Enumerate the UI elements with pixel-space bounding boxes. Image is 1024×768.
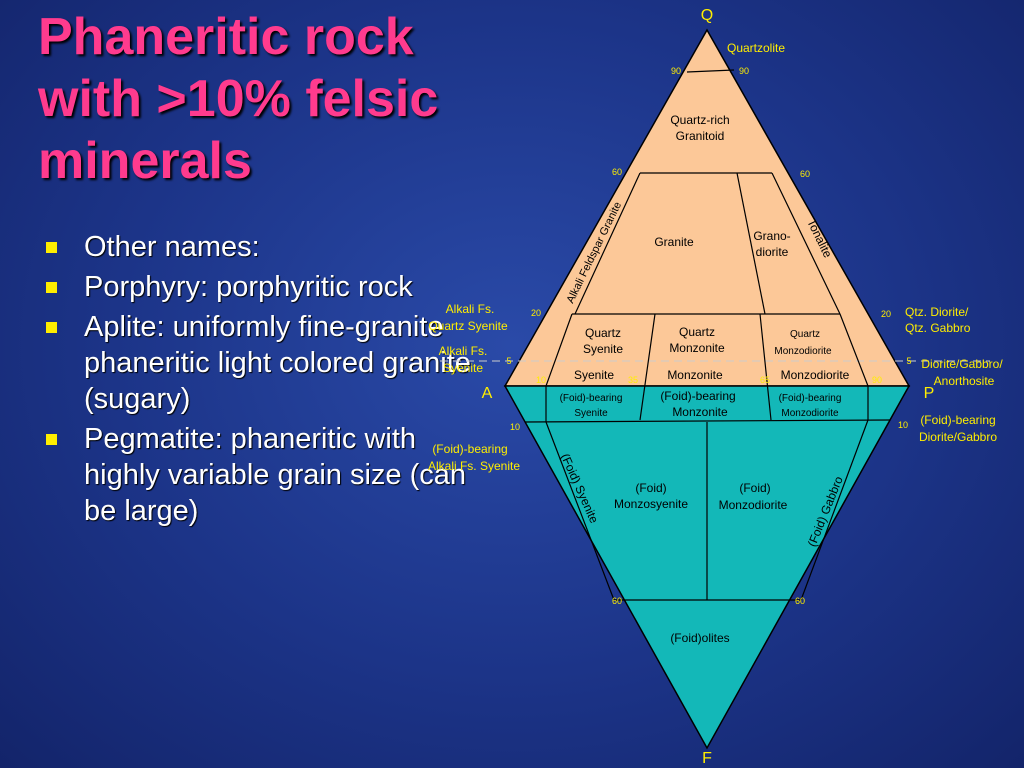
field-foid-monzosyenite: (Foid) [635,481,666,495]
field-monzonite: Monzonite [667,368,723,382]
divider-afg [574,172,641,315]
field-foid-bearing-monzodiorite: (Foid)-bearing [779,393,842,404]
field-quartz-monzonite: Monzonite [669,341,725,355]
vertex-p: P [924,385,935,402]
tick-label: 60 [795,596,805,606]
divider-35 [639,313,656,421]
field-foid-bearing-syenite: Syenite [574,408,608,419]
bullet-text: Other names: [84,231,260,263]
tick-label: 90 [739,66,749,76]
tick-label: 20 [881,309,891,319]
bullet-item: Aplite: uniformly fine-granite phaneriti… [46,309,486,417]
label-foid-bearing-alkali-syenite: Alkali Fs. Syenite [428,459,520,473]
field-foidolites: (Foid)olites [670,631,729,645]
field-quartz-monzonite: Quartz [679,325,715,339]
vertex-a: A [482,385,493,402]
field-quartz-monzodiorite: Monzodiorite [774,346,832,357]
field-granodiorite: Grano- [753,229,790,243]
label-qtz-diorite: Qtz. Diorite/ [905,305,969,319]
bullet-list: Other names: Porphyry: porphyritic rock … [46,229,486,533]
bullet-item: Porphyry: porphyritic rock [46,269,486,305]
field-foid-bearing-monzodiorite: Monzodiorite [781,408,839,419]
square-bullet-icon [46,282,57,293]
label-alkali-fs-quartz-syenite: Alkali Fs. [446,302,495,316]
tick-label: 10 [898,420,908,430]
f10-line [524,419,891,423]
slide-title: Phaneritic rock with >10% felsic mineral… [38,8,439,190]
vertex-f: F [702,750,712,767]
bullet-text: Aplite: uniformly fine-granite phaneriti… [84,311,471,415]
label-foid-bearing-alkali-syenite: (Foid)-bearing [432,442,507,456]
bullet-item: Pegmatite: phaneritic with highly variab… [46,421,486,529]
divider-65 [759,313,772,421]
tick-label: 10 [510,422,520,432]
tick-label: 60 [800,169,810,179]
label-foid-bearing-diorite: Diorite/Gabbro [919,430,997,444]
label-diorite-gabbro: Diorite/Gabbro/ [921,357,1003,371]
field-foid-monzodiorite: Monzodiorite [719,498,788,512]
field-quartz-rich: Granitoid [676,129,725,143]
label-alkali-fs-quartz-syenite: Quartz Syenite [428,319,508,333]
divider-foid-syenite [545,421,615,601]
tick-label: 35 [628,375,638,385]
field-foid-monzodiorite: (Foid) [739,481,770,495]
field-quartz-monzodiorite: Quartz [790,329,820,340]
field-syenite: Syenite [574,368,614,382]
square-bullet-icon [46,322,57,333]
square-bullet-icon [46,434,57,445]
label-alkali-fs-syenite: Alkali Fs. [439,344,488,358]
q90-line [686,69,735,73]
field-quartzolite: Quartzolite [727,41,785,55]
tick-label: 65 [760,375,770,385]
tick-label: 5 [906,356,911,366]
field-granodiorite: diorite [756,245,789,259]
square-bullet-icon [46,242,57,253]
field-quartz-syenite: Quartz [585,326,621,340]
label-alkali-fs-syenite: Syenite [443,361,483,375]
bullet-text: Pegmatite: phaneritic with highly variab… [84,423,467,527]
label-diorite-gabbro: Anorthosite [934,374,995,388]
tick-label: 5 [506,356,511,366]
field-foid-bearing-monzonite: (Foid)-bearing [660,389,735,403]
field-foid-monzosyenite: Monzosyenite [614,497,688,511]
tick-label: 60 [612,167,622,177]
field-granite: Granite [654,235,694,249]
vertex-q: Q [701,7,713,24]
field-foid-bearing-syenite: (Foid)-bearing [560,393,623,404]
field-monzodiorite: Monzodiorite [781,368,850,382]
divider-foid-gabbro [800,419,869,601]
tick-label: 60 [612,596,622,606]
divider-10 [545,313,573,387]
field-quartz-syenite: Syenite [583,342,623,356]
label-foid-bearing-diorite: (Foid)-bearing [920,413,995,427]
divider-granodiorite-tonalite [771,172,841,315]
divider-granite-granodiorite [736,172,766,315]
tick-label: 90 [872,375,882,385]
field-foid-bearing-monzonite: Monzonite [672,405,728,419]
bullet-item: Other names: [46,229,486,265]
tick-label: 20 [531,308,541,318]
tick-label: 90 [671,66,681,76]
divider-90 [839,313,869,387]
bullet-text: Porphyry: porphyritic rock [84,271,413,303]
tick-label: 10 [536,375,546,385]
label-qtz-diorite: Qtz. Gabbro [905,321,971,335]
field-quartz-rich: Quartz-rich [670,113,729,127]
